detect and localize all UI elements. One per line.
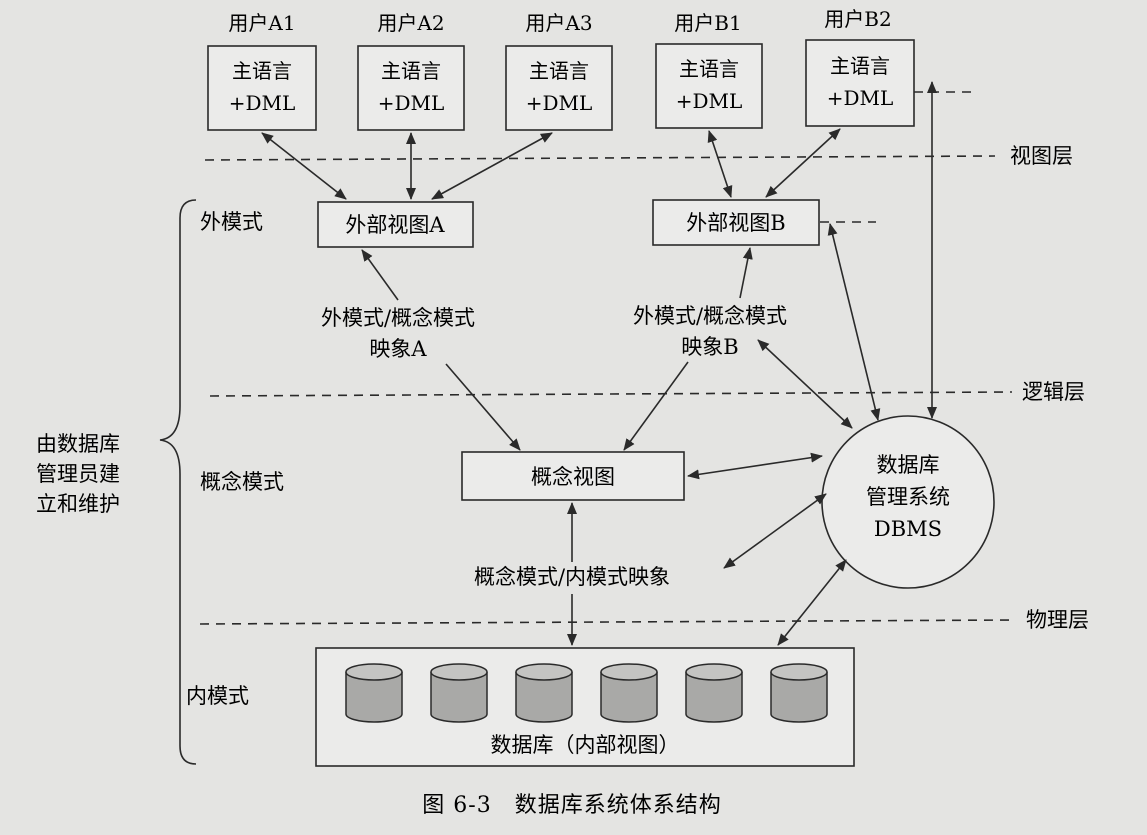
logical-layer-divider — [209, 391, 1013, 397]
database-cylinder-icon — [770, 663, 828, 723]
view-layer-label: 视图层 — [1010, 144, 1073, 168]
conceptual-schema-label: 概念模式 — [200, 470, 284, 494]
mapping-a-line1: 外模式/概念模式 — [321, 306, 475, 330]
arrow-b1-view-b — [707, 130, 733, 198]
conceptual-view: 概念视图 — [461, 451, 685, 501]
user-a3-line2: +DML — [526, 91, 593, 115]
physical-layer-label: 物理层 — [1026, 608, 1089, 632]
database-cylinder-icon — [515, 663, 573, 723]
dbms-line2: 管理系统 — [866, 485, 950, 509]
user-b1-line2: +DML — [676, 89, 743, 113]
user-b1-label: 用户B1 — [674, 11, 741, 35]
external-view-b: 外部视图B — [652, 199, 820, 246]
dba-line3: 立和维护 — [36, 492, 120, 516]
dbms-line1: 数据库 — [877, 453, 940, 477]
database-cylinder-icon — [600, 663, 658, 723]
arrow-mapping-a-to-view-a — [361, 249, 399, 301]
user-a1-label: 用户A1 — [228, 11, 295, 35]
arrow-mapping-a-to-concept — [445, 363, 521, 451]
user-a3-line1: 主语言 — [529, 59, 589, 83]
external-view-b-label: 外部视图B — [686, 211, 785, 235]
user-a3-box: 主语言 +DML — [505, 45, 613, 131]
user-a2-label: 用户A2 — [377, 11, 444, 35]
user-a1-line2: +DML — [229, 91, 296, 115]
dba-line1: 由数据库 — [36, 432, 120, 456]
arrow-dbms-concept — [687, 452, 823, 480]
external-schema-label: 外模式 — [200, 210, 263, 234]
database-cylinder-icon — [345, 663, 403, 723]
mapping-a-line2: 映象A — [369, 337, 427, 361]
mapping-b-line1: 外模式/概念模式 — [633, 304, 787, 328]
physical-layer-divider — [199, 619, 1017, 625]
database-cylinder-icon — [685, 663, 743, 723]
arrow-b2-view-b — [765, 128, 841, 198]
mapping-b-line2: 映象B — [681, 335, 738, 359]
user-b1-box: 主语言 +DML — [655, 43, 763, 129]
dbms-circle: 数据库 管理系统 DBMS — [821, 415, 995, 589]
dbms-line3: DBMS — [874, 517, 942, 541]
view-layer-divider — [204, 155, 996, 161]
arrow-a1-view-a — [261, 132, 347, 200]
internal-database-box: 数据库（内部视图） — [315, 647, 855, 767]
user-b2-line2: +DML — [827, 86, 894, 110]
arrow-dbms-view-b — [827, 223, 881, 421]
arrow-a3-view-a — [431, 132, 553, 200]
arrow-dbms-concept-internal-mapping — [723, 493, 827, 569]
conceptual-view-label: 概念视图 — [531, 465, 615, 489]
dba-line2: 管理员建 — [36, 462, 120, 486]
user-a2-line1: 主语言 — [381, 59, 441, 83]
dba-brace — [159, 199, 197, 765]
user-a2-box: 主语言 +DML — [357, 45, 465, 131]
user-b2-box: 主语言 +DML — [805, 39, 915, 127]
figure-caption: 图 6-3 数据库系统体系结构 — [422, 793, 721, 818]
user-b1-line1: 主语言 — [679, 57, 739, 81]
external-view-a-label: 外部视图A — [345, 213, 445, 237]
internal-schema-label: 内模式 — [186, 684, 249, 708]
internal-database-label: 数据库（内部视图） — [491, 733, 680, 757]
arrow-mapping-b-to-view-b — [739, 247, 753, 299]
database-cylinder-icon — [430, 663, 488, 723]
user-a1-box: 主语言 +DML — [207, 45, 317, 131]
user-b2-line1: 主语言 — [830, 54, 890, 78]
concept-internal-mapping-label: 概念模式/内模式映象 — [474, 565, 670, 589]
user-a1-line1: 主语言 — [232, 59, 292, 83]
user-a2-line2: +DML — [378, 91, 445, 115]
arrow-dbms-mapping-b — [757, 339, 853, 429]
user-b2-label: 用户B2 — [824, 7, 891, 31]
external-view-a: 外部视图A — [317, 201, 474, 248]
arrow-dbms-database — [777, 559, 847, 646]
arrow-mapping-b-to-concept — [623, 361, 689, 451]
logical-layer-label: 逻辑层 — [1022, 380, 1085, 404]
user-a3-label: 用户A3 — [525, 11, 592, 35]
